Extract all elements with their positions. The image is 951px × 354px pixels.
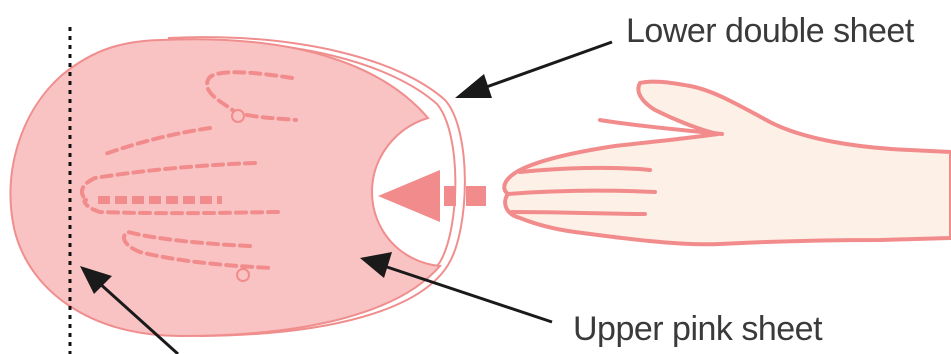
- joint-marker-upper: [232, 110, 244, 122]
- hand-outline: [504, 82, 951, 245]
- joint-marker-lower: [237, 269, 249, 281]
- pointer-lower-double-sheet-line: [478, 42, 612, 90]
- pointer-lower-double-sheet-head: [455, 74, 492, 98]
- hand-finger-crease-3: [512, 212, 645, 214]
- upper-pink-sheet: [11, 39, 440, 336]
- insertion-arrow-dash-2: [466, 186, 486, 206]
- insertion-arrow-dash-1: [444, 186, 456, 206]
- pointer-lower-double-sheet: [455, 42, 612, 98]
- insertion-arrow-head: [378, 170, 440, 222]
- hand: [504, 82, 951, 245]
- insertion-arrow: [378, 170, 486, 222]
- pointer-upper-pink-sheet-line: [384, 266, 552, 322]
- label-upper-pink-sheet: Upper pink sheet: [573, 310, 823, 348]
- label-lower-double-sheet: Lower double sheet: [626, 12, 915, 50]
